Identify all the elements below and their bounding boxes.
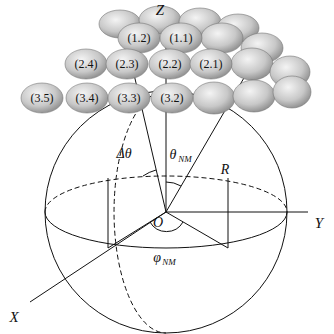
- sensor-disk: (2.3): [105, 48, 149, 80]
- angle-label: φ: [153, 251, 161, 265]
- subscript: NM: [162, 258, 176, 267]
- disk-number: (3.4): [65, 82, 109, 106]
- projection-line: [108, 178, 109, 248]
- sensor-disk: (3.3): [107, 82, 151, 114]
- angle-label: θ: [170, 148, 177, 162]
- disk-number: (2.4): [64, 48, 108, 72]
- y-axis: [166, 212, 308, 213]
- disk-number: (2.2): [148, 48, 192, 72]
- disk-number: (3.5): [20, 82, 64, 106]
- subscript: NM: [178, 155, 192, 164]
- equator-front: [45, 212, 287, 248]
- meridian-back: [114, 91, 166, 333]
- sensor-disks: [99, 6, 311, 114]
- disk-number: (1.1): [159, 22, 203, 46]
- disk-number: (2.1): [189, 48, 233, 72]
- disk-number: (1.2): [117, 22, 161, 46]
- axis-label: Z: [156, 3, 164, 18]
- axis-label: Y: [315, 216, 323, 231]
- x-axis: [30, 212, 166, 302]
- sensor-disk: (2.1): [189, 48, 233, 80]
- sensor-disk: (3.5): [20, 82, 64, 114]
- origin-label: O: [153, 216, 163, 230]
- projection-line: [228, 178, 229, 248]
- sensor-disk: (3.2): [150, 82, 194, 114]
- disk-number: (3.2): [150, 82, 194, 106]
- theta-arc: [166, 182, 181, 186]
- radius-label: R: [221, 163, 230, 177]
- disk-number: (2.3): [105, 48, 149, 72]
- angle-label: Δθ: [116, 147, 131, 161]
- axis-label: X: [9, 310, 18, 325]
- sensor-disk: (2.4): [64, 48, 108, 80]
- delta-theta-arc: [143, 170, 156, 176]
- sensor-disk: (3.4): [65, 82, 109, 114]
- sensor-disk: (2.2): [148, 48, 192, 80]
- disk-number: (3.3): [107, 82, 151, 106]
